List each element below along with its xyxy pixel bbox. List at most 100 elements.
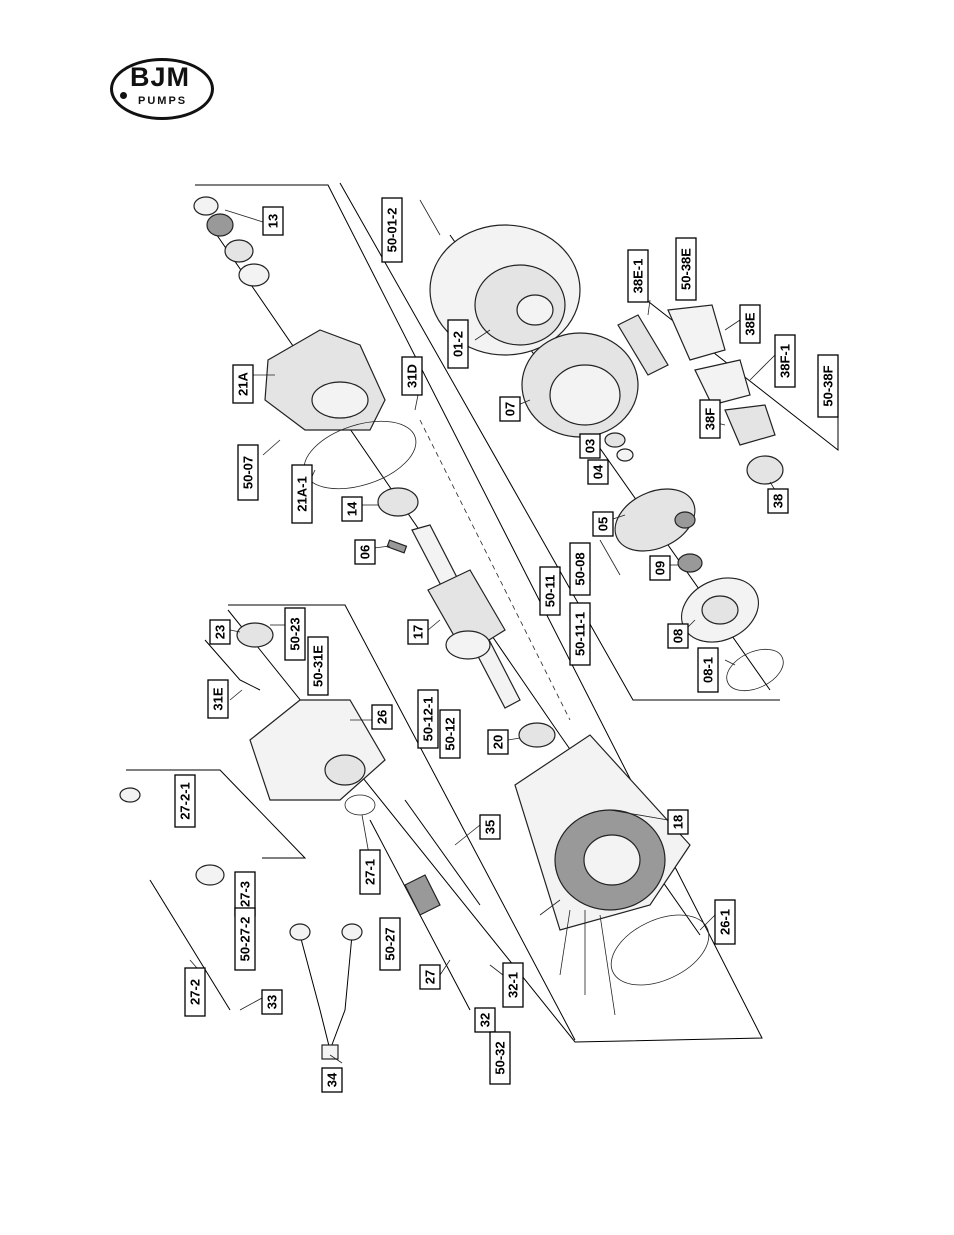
part-label-text: 07 <box>503 402 518 416</box>
part-label-38e: 38E <box>740 305 760 343</box>
leader-33 <box>240 998 262 1010</box>
part-label-text: 27 <box>423 970 438 984</box>
part-label-50-01-2: 50-01-2 <box>382 198 402 262</box>
part-label-20: 20 <box>488 730 508 754</box>
part-label-text: 50-12-1 <box>421 697 436 742</box>
part-label-text: 18 <box>671 815 686 829</box>
part-label-50-38f: 50-38F <box>818 355 838 417</box>
chain-shackle <box>322 1045 338 1059</box>
flange-38f <box>725 405 775 445</box>
part-label-text: 08-1 <box>701 657 716 683</box>
part-label-32: 32 <box>475 1008 495 1032</box>
part-label-text: 17 <box>411 625 426 639</box>
washer-04 <box>617 449 633 461</box>
part-label-38f-1: 38F-1 <box>775 335 795 387</box>
part-label-text: 27-1 <box>363 859 378 885</box>
part-label-text: 20 <box>491 735 506 749</box>
leader-08-1 <box>725 660 735 665</box>
part-label-text: 32-1 <box>506 972 521 998</box>
part-label-text: 38 <box>771 494 786 508</box>
key-06 <box>387 540 406 553</box>
part-label-text: 14 <box>345 501 360 516</box>
rotor-end <box>446 631 490 659</box>
part-label-50-31e: 50-31E <box>308 637 328 695</box>
leader-32-1 <box>490 965 503 975</box>
part-label-text: 50-38E <box>679 248 694 290</box>
part-label-32-1: 32-1 <box>503 963 523 1007</box>
part-label-38f: 38F <box>700 400 720 438</box>
leader-38e <box>725 320 740 330</box>
part-label-50-27-2: 50-27-2 <box>235 908 255 970</box>
part-label-text: 09 <box>653 561 668 575</box>
bearing-housing-bore <box>312 382 368 418</box>
part-label-33: 33 <box>262 990 282 1014</box>
part-label-03: 03 <box>580 434 600 458</box>
part-label-31e: 31E <box>208 680 228 718</box>
part-label-text: 05 <box>596 517 611 531</box>
part-label-50-32: 50-32 <box>490 1032 510 1084</box>
part-label-text: 33 <box>265 995 280 1009</box>
part-label-text: 27-2 <box>188 979 203 1005</box>
part-label-text: 50-01-2 <box>385 208 400 253</box>
washer-27-2-1 <box>120 788 140 802</box>
part-label-14: 14 <box>342 497 362 521</box>
part-label-text: 06 <box>358 545 373 559</box>
part-label-text: 21A <box>236 371 251 395</box>
part-label-50-27: 50-27 <box>380 918 400 970</box>
chain-ring-left <box>290 924 310 940</box>
part-label-04: 04 <box>588 460 608 484</box>
seal-ring-3 <box>225 240 253 262</box>
leader-35 <box>455 825 480 845</box>
part-label-18: 18 <box>668 810 688 834</box>
part-label-text: 50-27-2 <box>238 917 253 962</box>
part-label-50-08: 50-08 <box>570 543 590 595</box>
part-label-text: 38E-1 <box>631 259 646 294</box>
pump-casing-eye <box>517 295 553 325</box>
part-label-text: 38E <box>743 312 758 335</box>
part-label-text: 27-2-1 <box>178 782 193 820</box>
part-label-13: 13 <box>263 207 283 235</box>
stator-bore <box>584 835 640 885</box>
impeller-hub <box>675 512 695 528</box>
leader-20 <box>508 738 520 740</box>
part-label-38: 38 <box>768 489 788 513</box>
part-label-50-11-1: 50-11-1 <box>570 603 590 665</box>
part-label-text: 31E <box>211 687 226 710</box>
leader-26-1 <box>700 915 715 930</box>
part-label-text: 31D <box>405 364 420 388</box>
part-label-text: 27-3 <box>238 881 253 907</box>
seal-ring-4 <box>239 264 269 286</box>
part-label-text: 32 <box>478 1013 493 1027</box>
part-label-08-1: 08-1 <box>698 648 718 692</box>
part-label-text: 23 <box>213 625 228 639</box>
part-label-09: 09 <box>650 556 670 580</box>
part-label-text: 50-08 <box>573 552 588 585</box>
part-label-text: 26-1 <box>718 909 733 935</box>
part-label-35: 35 <box>480 815 500 839</box>
part-label-50-07: 50-07 <box>238 445 258 500</box>
leader-50-07 <box>263 440 280 455</box>
part-label-text: 50-27 <box>383 927 398 960</box>
float-27-3 <box>196 865 224 885</box>
lifting-chain-34 <box>300 935 352 1050</box>
part-label-27-1: 27-1 <box>360 850 380 894</box>
part-label-26: 26 <box>372 705 392 729</box>
part-label-text: 50-31E <box>311 645 326 687</box>
part-label-27-2-1: 27-2-1 <box>175 775 195 827</box>
part-label-50-23: 50-23 <box>285 608 305 660</box>
part-label-text: 50-07 <box>241 456 256 489</box>
part-label-31d: 31D <box>402 357 422 395</box>
part-label-50-12-1: 50-12-1 <box>418 690 438 748</box>
part-label-text: 01-2 <box>451 331 466 357</box>
part-label-08: 08 <box>668 624 688 648</box>
nut-03 <box>605 433 625 447</box>
part-label-07: 07 <box>500 397 520 421</box>
part-label-text: 26 <box>375 710 390 724</box>
diffuser-inner <box>550 365 620 425</box>
leader-31e <box>230 690 242 700</box>
part-label-text: 50-32 <box>493 1041 508 1074</box>
nipple-38 <box>747 456 783 484</box>
part-label-38e-1: 38E-1 <box>628 250 648 302</box>
part-label-50-11: 50-11 <box>540 567 560 615</box>
part-label-text: 50-12 <box>443 717 458 750</box>
